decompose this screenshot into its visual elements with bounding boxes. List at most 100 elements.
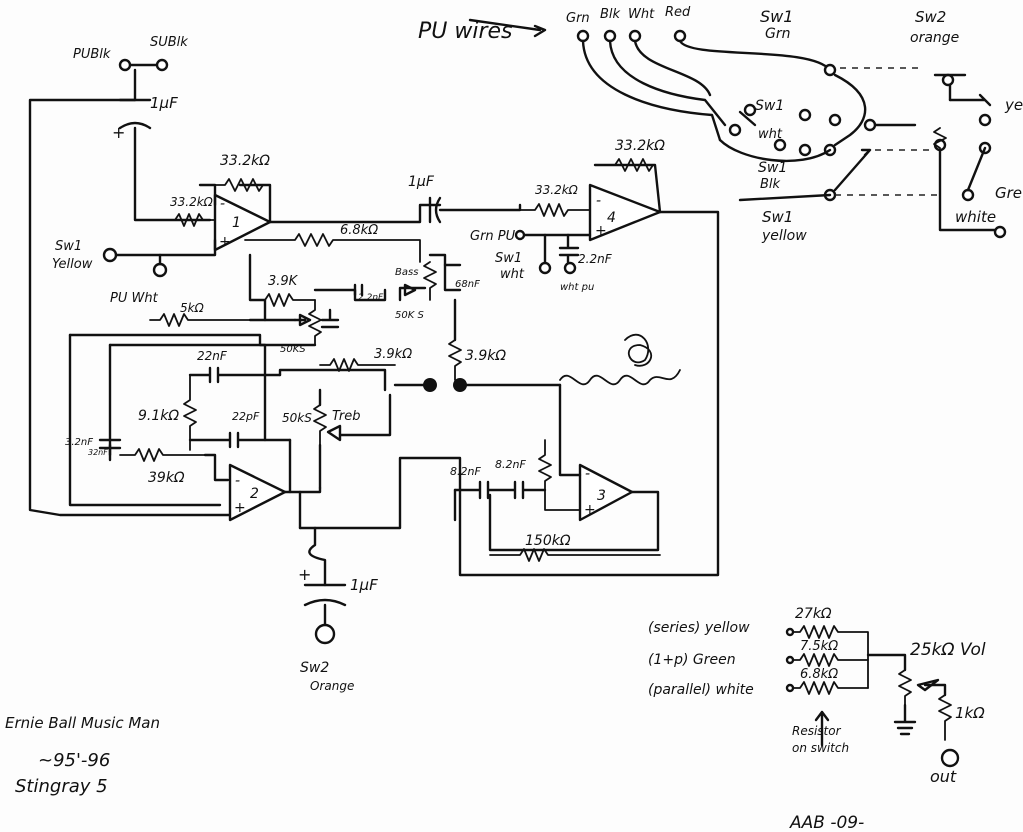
r-in4 bbox=[519, 203, 591, 217]
label-c-22pf: 22pF bbox=[232, 410, 260, 423]
label-sw1-yellow-1: Sw1 bbox=[55, 239, 82, 254]
label-sw1-blk-a: Sw1 bbox=[758, 160, 787, 176]
label-r-39k: 39kΩ bbox=[148, 470, 185, 486]
label-c-out-plus: + bbox=[298, 565, 311, 584]
r-fb1 bbox=[214, 178, 271, 192]
label-sel-green: (1+p) Green bbox=[648, 652, 736, 668]
switch-1 bbox=[718, 63, 917, 202]
label-opamp-1-plus: + bbox=[219, 234, 231, 250]
label-credit-1: Ernie Ball Music Man bbox=[5, 714, 160, 732]
label-blk: Blk bbox=[600, 7, 621, 22]
label-sw1-grn-2: Grn bbox=[765, 26, 790, 42]
r-3k9-right bbox=[448, 339, 462, 381]
label-opamp-2-plus: + bbox=[234, 500, 246, 516]
label-opamp-1-minus: - bbox=[220, 196, 225, 212]
label-credit-3: Stingray 5 bbox=[15, 776, 108, 797]
label-note-1: Resistor bbox=[792, 724, 842, 738]
mid-pot bbox=[293, 299, 340, 346]
label-opamp-4-plus: + bbox=[595, 223, 607, 239]
label-c-22n: 2.2nF bbox=[358, 293, 384, 303]
label-white: white bbox=[955, 208, 996, 226]
switch-2 bbox=[933, 73, 1007, 239]
label-opamp-3: 3 bbox=[597, 488, 606, 504]
label-pu-wires: PU wires bbox=[418, 19, 513, 44]
r-6k8 bbox=[244, 233, 421, 263]
sw1-yellow-jack bbox=[102, 247, 118, 263]
label-sw1-grn-1: Sw1 bbox=[760, 7, 793, 26]
label-r-white: 6.8kΩ bbox=[800, 667, 838, 682]
opamp-3 bbox=[488, 463, 660, 552]
label-c-68n: 68nF bbox=[455, 279, 480, 290]
r-in1 bbox=[134, 213, 216, 227]
label-sw2-out-1: Sw2 bbox=[300, 660, 329, 676]
label-r-fb1: 33.2kΩ bbox=[220, 153, 270, 169]
labels: PUBlk SUBlk 1μF + 33.2kΩ 33.2kΩ 1 - + Sw… bbox=[5, 5, 1023, 832]
label-vol: 25kΩ Vol bbox=[910, 640, 986, 660]
label-sw1-yellow-b: yellow bbox=[761, 228, 807, 244]
label-out: out bbox=[930, 767, 957, 786]
label-opamp-4-minus: - bbox=[596, 193, 601, 209]
label-sw2-out-2: Orange bbox=[310, 679, 354, 693]
scribble bbox=[559, 333, 681, 386]
label-grn-pu: Grn PU bbox=[470, 229, 516, 244]
left-bus-wire bbox=[28, 98, 232, 517]
r-39k bbox=[119, 448, 206, 462]
label-pu-blk: PUBlk bbox=[73, 47, 111, 62]
r-150k bbox=[489, 548, 661, 562]
label-sw1-blk-b: Blk bbox=[760, 177, 781, 192]
label-note-2: on switch bbox=[792, 741, 849, 755]
label-c-32n: 3.2nF bbox=[65, 437, 93, 448]
label-su-blk: SUBlk bbox=[150, 35, 188, 50]
label-opamp-2-minus: - bbox=[235, 473, 240, 489]
label-c-in-plus: + bbox=[112, 123, 125, 142]
label-sw2-2: orange bbox=[910, 30, 959, 46]
label-opamp-3-minus: - bbox=[585, 466, 590, 482]
label-opamp-4: 4 bbox=[607, 210, 616, 226]
label-r-39k-c: 3.9kΩ bbox=[465, 348, 506, 364]
treble-pot bbox=[313, 388, 392, 490]
label-pot-mid: 50KS bbox=[280, 344, 306, 355]
label-signature: AAB -09- bbox=[789, 813, 864, 832]
label-c-in: 1μF bbox=[150, 94, 178, 112]
label-c-82n-b: 8.2nF bbox=[495, 458, 526, 471]
label-r-150k: 150kΩ bbox=[525, 533, 571, 549]
label-opamp-3-plus: + bbox=[584, 502, 596, 518]
label-ye: ye bbox=[1004, 96, 1023, 114]
label-opamp-2: 2 bbox=[250, 486, 259, 502]
label-c-out: 1μF bbox=[350, 576, 378, 594]
label-sw2-1: Sw2 bbox=[915, 8, 946, 26]
label-sw1-wht-b: wht bbox=[758, 127, 783, 142]
label-r-91k: 9.1kΩ bbox=[138, 408, 179, 424]
r-3k9-opamp3 bbox=[538, 439, 581, 511]
label-r-in1: 33.2kΩ bbox=[170, 195, 214, 209]
label-c-82n-a: 8.2nF bbox=[450, 465, 481, 478]
label-r-out: 1kΩ bbox=[955, 704, 985, 722]
coupling-cap-4 bbox=[428, 196, 522, 224]
label-c-32n-small: 32nF bbox=[88, 448, 108, 457]
label-pot-treb: 50kS bbox=[282, 411, 312, 425]
label-pu-wht: PU Wht bbox=[110, 291, 159, 306]
label-treb: Treb bbox=[332, 409, 361, 424]
label-sw1-yellow-a: Sw1 bbox=[762, 208, 793, 226]
label-r-yellow: 27kΩ bbox=[795, 606, 832, 622]
label-sw1-wht-1: Sw1 bbox=[495, 251, 522, 266]
r-3k9-a bbox=[254, 293, 316, 307]
label-wht-pu: wht pu bbox=[560, 282, 594, 293]
label-credit-2: ~95'-96 bbox=[38, 750, 110, 771]
label-pot-bass: 50K S bbox=[395, 310, 424, 321]
label-sel-yellow: (series) yellow bbox=[648, 620, 750, 636]
label-sw1-wht-2: wht bbox=[500, 267, 525, 282]
r-pu-wht bbox=[149, 313, 251, 327]
bass-section bbox=[248, 253, 462, 381]
label-r-39k-b: 3.9kΩ bbox=[374, 347, 412, 362]
pickup-wires bbox=[468, 18, 832, 142]
label-opamp-1: 1 bbox=[232, 215, 241, 231]
label-r-39k-a: 3.9K bbox=[268, 274, 299, 289]
label-sw1-wht-a: Sw1 bbox=[755, 98, 784, 114]
opamp-2 bbox=[228, 463, 287, 522]
label-gre: Gre bbox=[995, 184, 1022, 202]
label-r-green: 7.5kΩ bbox=[800, 639, 838, 654]
r-3k9-mid bbox=[319, 358, 396, 372]
label-wht: Wht bbox=[628, 7, 655, 22]
